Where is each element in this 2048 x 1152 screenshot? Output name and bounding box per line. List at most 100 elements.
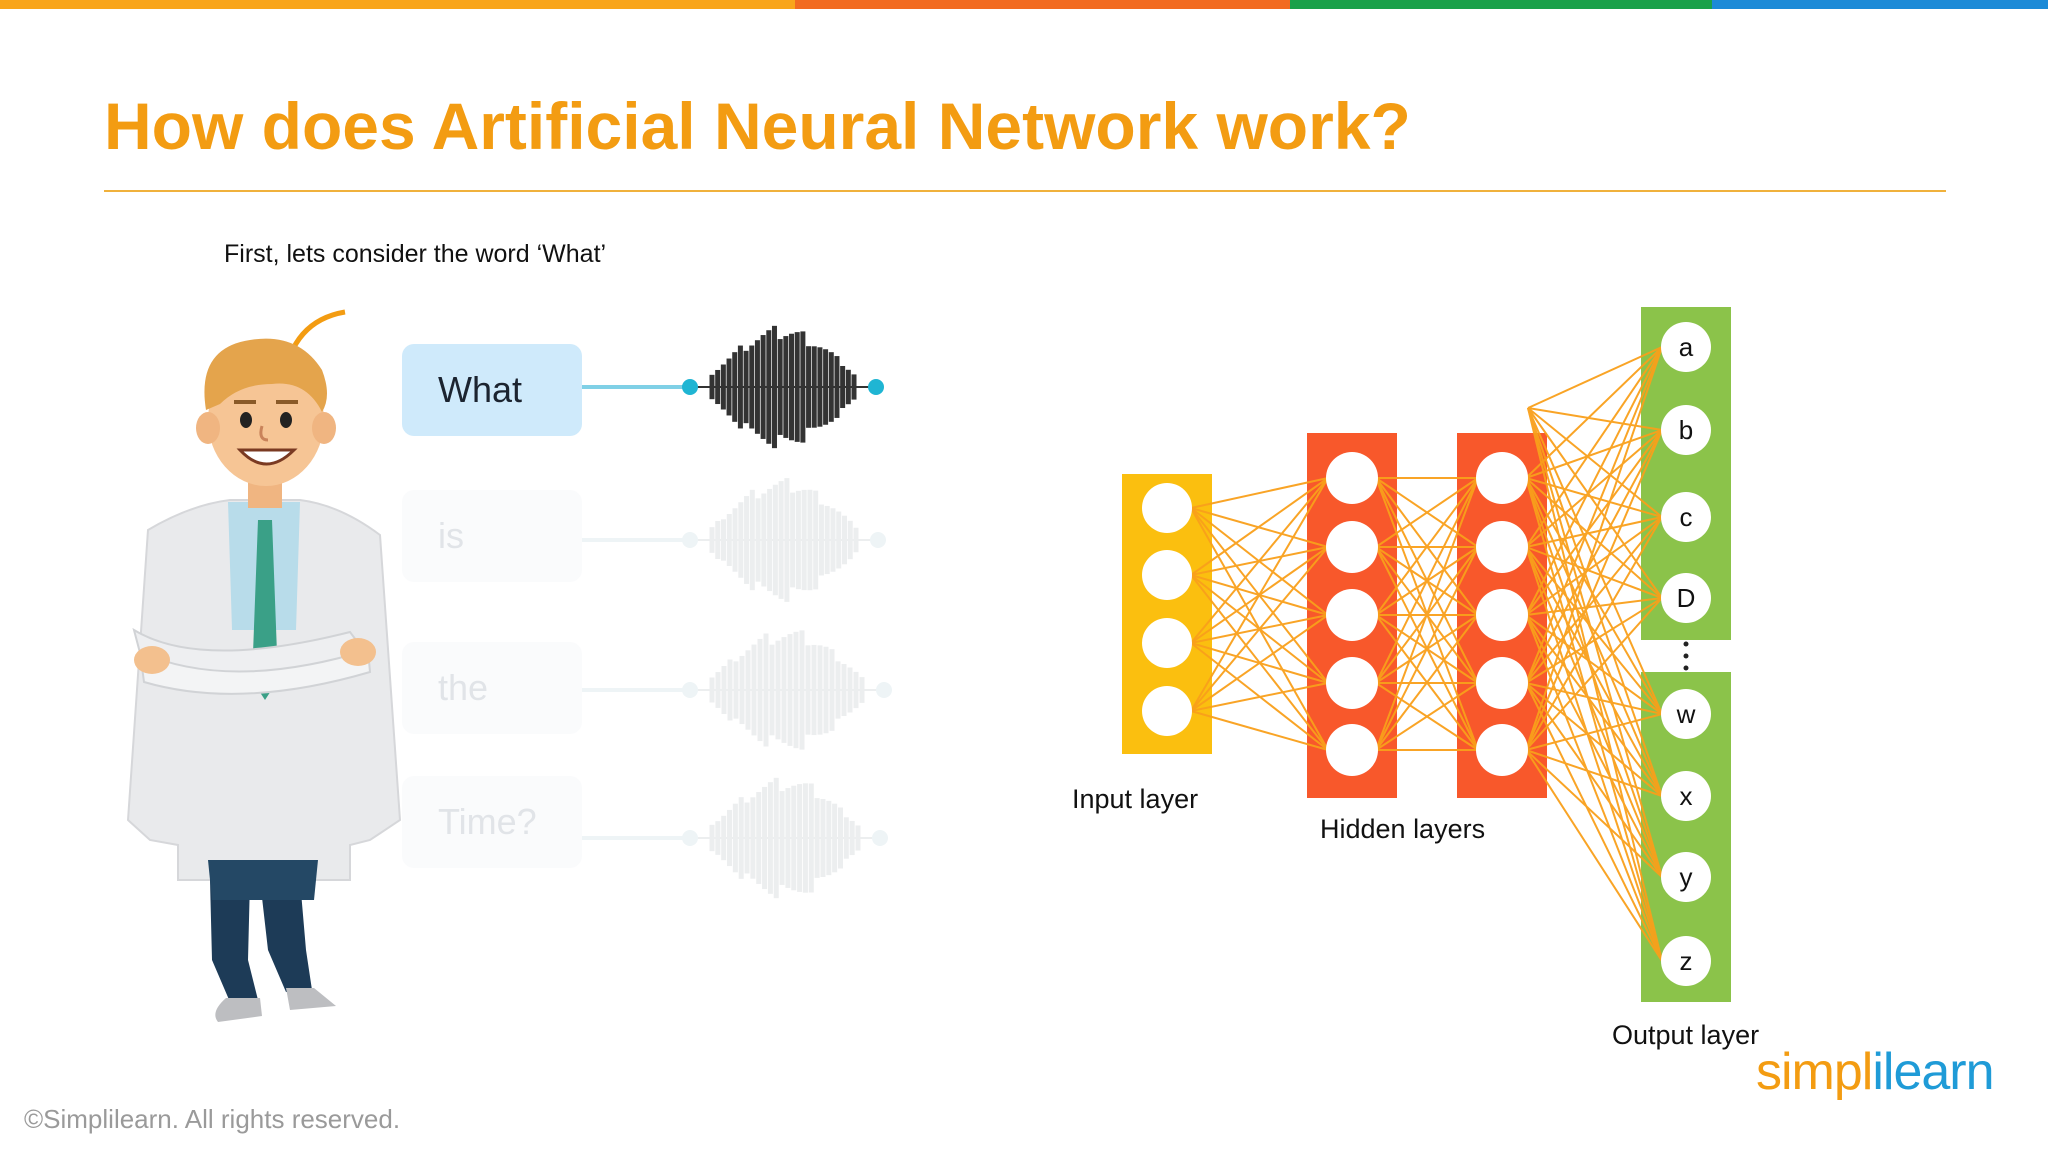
connection-line: [1190, 477, 1329, 644]
wave-bar: [801, 489, 807, 591]
intro-text: First, lets consider the word ‘What’: [224, 240, 607, 268]
wave-bar: [778, 481, 784, 599]
word-label: Time?: [438, 801, 537, 842]
wave-bar: [727, 809, 733, 867]
wave-bar: [845, 369, 851, 405]
input-node: [1142, 686, 1192, 736]
wave-bar: [817, 347, 823, 427]
brand-part2: learn: [1882, 1043, 1995, 1101]
ellipsis-dot: [1683, 641, 1689, 647]
wave-bar: [751, 644, 757, 736]
wave-bar: [797, 784, 803, 892]
connection-line: [1525, 682, 1663, 797]
wave-bar: [805, 645, 811, 735]
wave-bar: [769, 644, 775, 736]
hidden-node: [1476, 657, 1528, 709]
wave-bar: [787, 634, 793, 746]
output-node: [1661, 936, 1711, 986]
connection-line: [1525, 597, 1663, 616]
wave-end-dot: [868, 379, 884, 395]
wave-bar: [732, 508, 738, 572]
connection-line: [1525, 614, 1663, 962]
wave-bar: [847, 667, 853, 713]
wave-bar: [709, 374, 715, 400]
connection-line: [1190, 546, 1329, 712]
wave-bar: [709, 677, 715, 703]
output-node-label: c: [1680, 502, 1693, 532]
connection-line: [1525, 429, 1663, 548]
wave-bar: [773, 777, 779, 899]
wave-bar: [739, 655, 745, 725]
wave-bar: [849, 820, 855, 856]
output-node-label: D: [1677, 583, 1696, 613]
wave-bar: [837, 807, 843, 869]
connection-line: [1190, 477, 1329, 576]
word-box-what: What: [402, 344, 582, 436]
connection-line: [1525, 516, 1663, 548]
hidden-node: [1476, 589, 1528, 641]
wave-bar: [789, 333, 795, 441]
connection-line: [1527, 407, 1663, 715]
top-bar-segment-orange: [0, 0, 795, 9]
page-title: How does Artificial Neural Network work?: [104, 89, 1411, 163]
wave-start-dot: [682, 682, 698, 698]
connection-line: [1525, 682, 1663, 962]
output-node-label: y: [1680, 862, 1693, 892]
connection-line: [1375, 477, 1479, 616]
wave-bar: [715, 369, 721, 405]
wave-bar: [744, 802, 750, 874]
wave-bar: [721, 519, 727, 561]
wave-bar: [709, 824, 715, 852]
connection-line: [1527, 407, 1663, 518]
connection-line: [1527, 407, 1663, 962]
connection-line: [1525, 749, 1663, 878]
wave-bar: [737, 345, 743, 429]
connection-line: [1525, 546, 1663, 962]
output-node-label: b: [1679, 415, 1693, 445]
output-node-label: a: [1679, 332, 1694, 362]
scientist-illustration: [126, 309, 402, 1022]
connection-line: [1525, 749, 1663, 797]
wave-bar: [756, 792, 762, 884]
output-node: [1661, 852, 1711, 902]
wave-bar: [744, 496, 750, 584]
connection-line: [1525, 477, 1663, 962]
input-layer-label: Input layer: [1072, 784, 1199, 814]
wave-bar: [750, 797, 756, 879]
connection-line: [1525, 546, 1663, 797]
wave-bar: [726, 513, 732, 567]
connection-line: [1525, 614, 1663, 797]
wave-start-dot: [682, 532, 698, 548]
wave-bar: [800, 331, 806, 443]
wave-bar: [766, 330, 772, 444]
wave-bar: [726, 358, 732, 416]
connection-line: [1527, 407, 1663, 797]
wave-bar: [762, 786, 768, 890]
wave-bar: [738, 797, 744, 879]
wave-bar: [721, 815, 727, 861]
connection-line: [1375, 477, 1479, 684]
wave-bar: [749, 345, 755, 429]
wave-bar: [745, 650, 751, 730]
connection-line: [1190, 710, 1329, 751]
hidden-node: [1326, 452, 1378, 504]
wave-bar: [828, 352, 834, 422]
wave-bar: [802, 783, 808, 893]
wave-bar: [721, 666, 727, 714]
output-node: [1661, 492, 1711, 542]
connection-line: [1375, 546, 1479, 751]
top-bar-segment-red: [795, 0, 1290, 9]
connection-line: [1525, 546, 1663, 599]
connection-line: [1527, 407, 1663, 431]
wave-bar: [783, 336, 789, 438]
wave-bar: [738, 502, 744, 578]
connection-line: [1190, 477, 1329, 712]
wave-bar: [790, 492, 796, 588]
wave-bar: [823, 646, 829, 734]
title-underline: [104, 190, 1946, 192]
connection-line: [1525, 346, 1663, 684]
connection-line: [1525, 614, 1663, 878]
word-label: What: [438, 369, 523, 410]
input-node: [1142, 483, 1192, 533]
